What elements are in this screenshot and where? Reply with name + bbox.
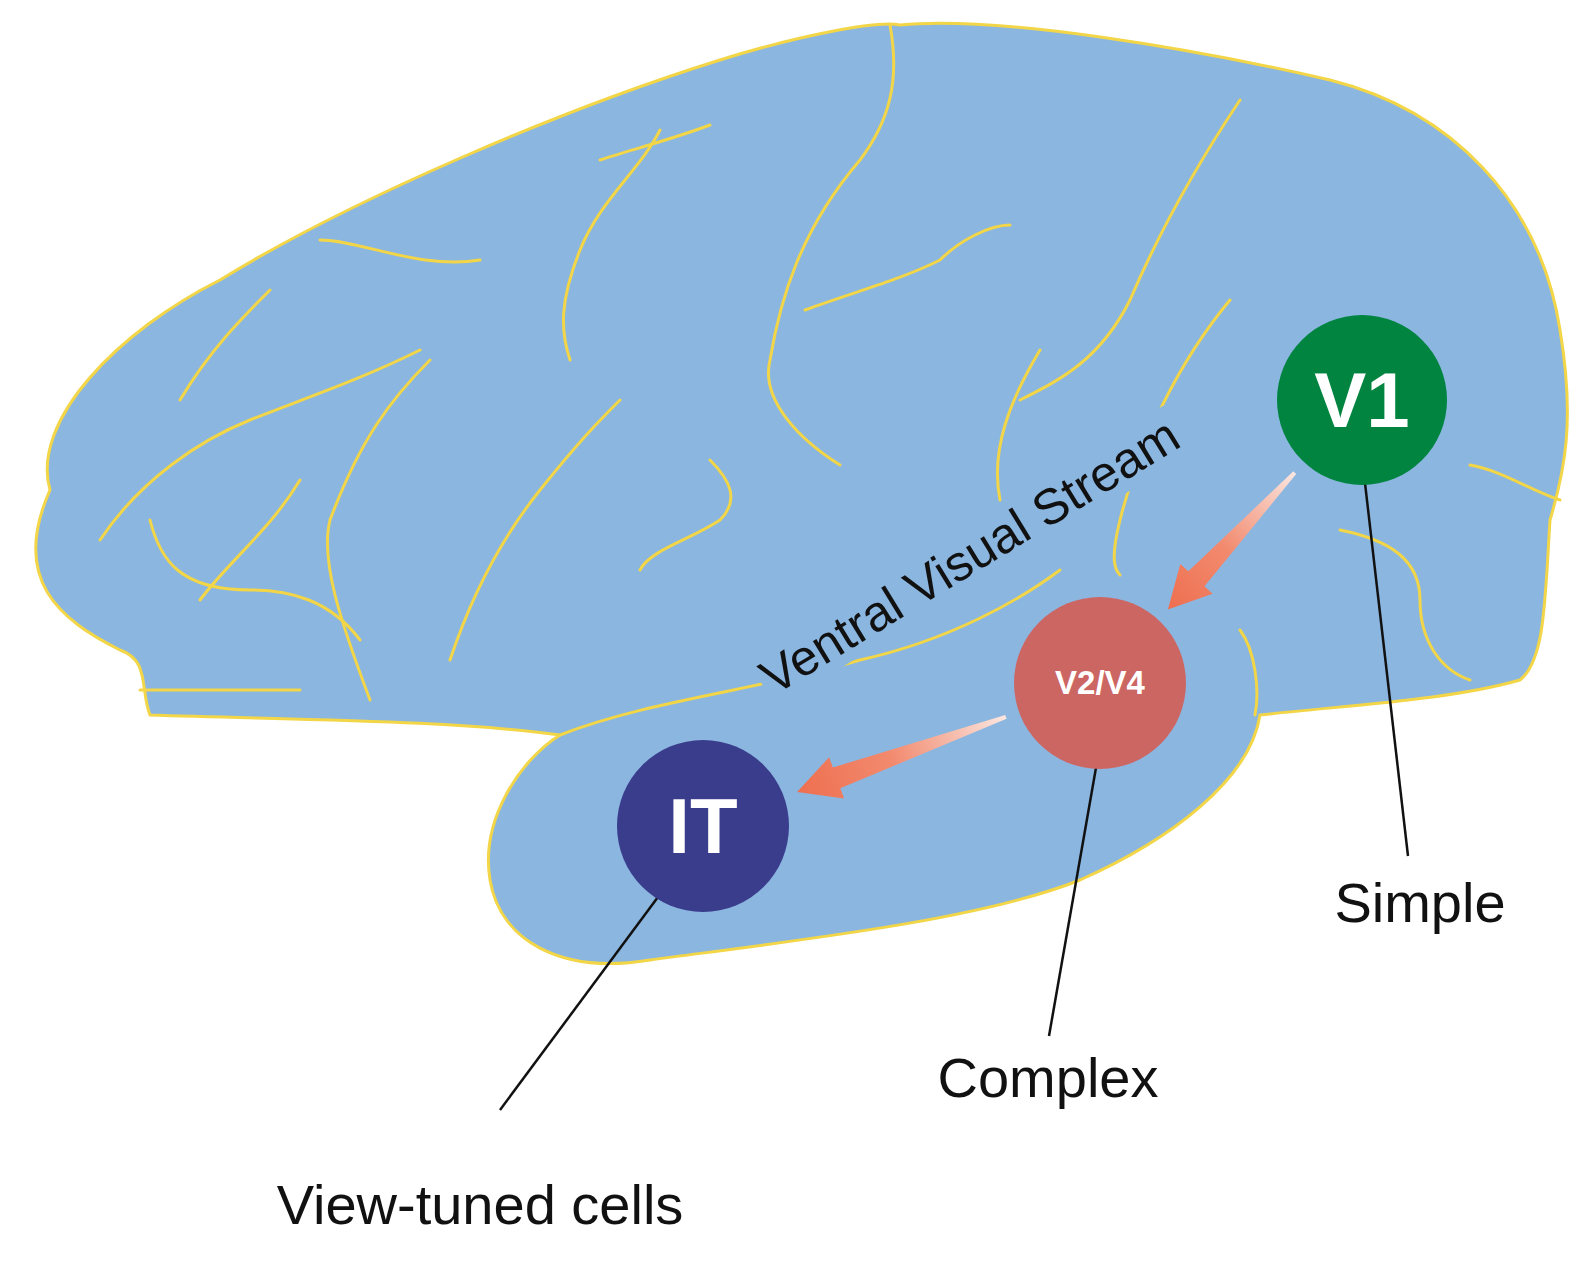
callout-label: View-tuned cells bbox=[270, 1169, 690, 1242]
area-name: V2/V4 bbox=[1055, 664, 1145, 702]
callout-label: Simple bbox=[1334, 867, 1505, 940]
area-name: IT bbox=[668, 781, 737, 872]
area-name: V1 bbox=[1314, 355, 1409, 446]
area-circle: IT bbox=[617, 740, 789, 912]
flow-arrow bbox=[1168, 471, 1296, 609]
sulci bbox=[100, 25, 1560, 735]
flow-arrow bbox=[797, 715, 1007, 799]
area-circle: V2/V4 bbox=[1014, 597, 1186, 769]
area-circle: V1 bbox=[1277, 315, 1447, 485]
callout-label: Complex bbox=[938, 1042, 1159, 1115]
brain-outline bbox=[36, 23, 1568, 963]
